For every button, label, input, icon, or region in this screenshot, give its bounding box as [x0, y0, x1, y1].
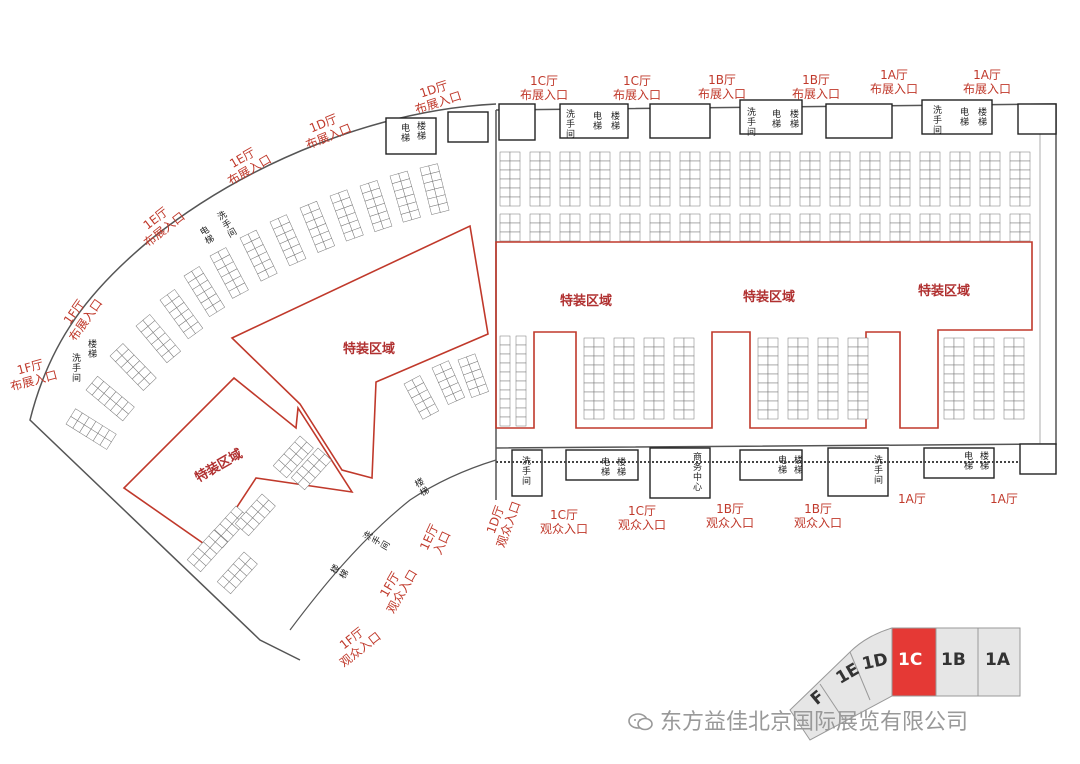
- booth-block: [431, 360, 466, 405]
- hall-selector-box: [977, 627, 1021, 697]
- hall-tab-1b[interactable]: 1B: [941, 650, 966, 670]
- booth-block: [239, 229, 278, 282]
- bottom-entrance-label: 1B厅观众入口: [706, 502, 755, 530]
- top-entrance-label: 1B厅布展入口: [792, 73, 841, 101]
- booth-block: [209, 247, 249, 299]
- restroom-label: 洗 手 间: [933, 106, 943, 136]
- special-zone-outline: [495, 241, 1033, 429]
- facility-box: [739, 449, 803, 481]
- stairs-label: 楼 梯: [611, 112, 621, 132]
- booth-block: [85, 375, 135, 422]
- bottom-entrance-label: 1C厅观众入口: [540, 508, 589, 536]
- hall-tab-1c[interactable]: 1C: [898, 650, 923, 670]
- facility-box: [827, 447, 889, 497]
- restroom-label: 洗 手 间: [522, 457, 532, 487]
- top-entrance-label: 1B厅布展入口: [698, 73, 747, 101]
- elevator-label: 电 梯: [772, 110, 782, 130]
- watermark-text: 东方益佳北京国际展览有限公司: [660, 710, 969, 735]
- stairs-label: 楼 梯: [417, 122, 427, 142]
- facility-box: [921, 99, 993, 135]
- business-center-label: 商 务 中 心: [693, 453, 703, 493]
- booth-block: [290, 447, 332, 491]
- booth-block: [359, 180, 393, 232]
- facility-box: [1019, 443, 1057, 475]
- elevator-label: 电 梯: [964, 452, 974, 472]
- bottom-entrance-label: 1B厅观众入口: [794, 502, 843, 530]
- booth-block: [457, 353, 489, 398]
- booth-block: [216, 551, 258, 595]
- special-zone-outline: [230, 224, 489, 480]
- booth-block: [269, 214, 307, 267]
- facility-box: [511, 449, 543, 497]
- special-zone-label: 特装区域: [343, 342, 396, 357]
- booth-block: [419, 163, 450, 215]
- stairs-label: 楼 梯: [88, 340, 98, 360]
- booth-block: [186, 529, 228, 573]
- booth-block: [109, 343, 157, 391]
- booth-block: [135, 314, 181, 364]
- special-zone-label: 特装区域: [743, 290, 796, 305]
- facility-box: [649, 447, 711, 499]
- bottom-entrance-label: 1A厅: [898, 492, 926, 506]
- bottom-entrance-label: 1C厅观众入口: [618, 504, 667, 532]
- hall-selector-box: [935, 627, 979, 697]
- booth-block: [65, 408, 117, 450]
- top-entrance-label: 1C厅布展入口: [520, 74, 569, 102]
- special-zone-label: 特装区域: [918, 284, 971, 299]
- stairs-label: 楼 梯: [617, 458, 627, 478]
- facility-box: [1017, 103, 1057, 135]
- booth-block: [329, 189, 364, 242]
- facility-box: [565, 449, 639, 481]
- stairs-label: 楼 梯: [794, 456, 804, 476]
- elevator-label: 电 梯: [601, 458, 611, 478]
- facility-box: [923, 447, 995, 479]
- hall-selector-divider: [819, 683, 845, 721]
- booth-block: [272, 435, 314, 479]
- facility-box: [649, 103, 711, 139]
- booth-block: [389, 170, 421, 223]
- booth-block: [299, 200, 335, 253]
- elevator-label: 电 梯: [593, 112, 603, 132]
- wechat-icon: [628, 713, 653, 731]
- facility-box: [559, 103, 629, 139]
- booth-blocks-lower: [499, 335, 1025, 427]
- elevator-label: 电 梯: [960, 108, 970, 128]
- top-entrance-label: 1C厅布展入口: [613, 74, 662, 102]
- bottom-entrance-label: 1A厅: [990, 492, 1018, 506]
- top-entrance-label: 1A厅布展入口: [870, 68, 919, 96]
- facility-box: [385, 117, 437, 155]
- elevator-label: 电 梯: [778, 456, 788, 476]
- booth-blocks-top: [499, 151, 1031, 242]
- facility-box: [498, 103, 536, 141]
- hall-selector-divider: [849, 651, 871, 701]
- curved-hall-wall: [289, 459, 497, 631]
- booth-block: [403, 375, 440, 420]
- booth-block: [234, 493, 276, 537]
- facility-box: [447, 111, 489, 143]
- restroom-label: 洗 手 间: [874, 456, 884, 486]
- facility-box: [825, 103, 893, 139]
- stairs-label: 楼 梯: [978, 108, 988, 128]
- special-zone-label: 特装区域: [560, 294, 613, 309]
- hall-tab-1a[interactable]: 1A: [985, 650, 1010, 670]
- stairs-label: 楼 梯: [790, 110, 800, 130]
- restroom-label: 洗 手 间: [747, 108, 757, 138]
- restroom-label: 洗 手 间: [566, 110, 576, 140]
- booth-block: [183, 266, 226, 318]
- stairs-label: 楼 梯: [980, 452, 990, 472]
- elevator-label: 电 梯: [401, 124, 411, 144]
- booth-block: [159, 289, 204, 340]
- restroom-label: 洗 手 间: [72, 354, 82, 384]
- watermark: 东方益佳北京国际展览有限公司: [628, 704, 968, 736]
- facility-box: [739, 99, 803, 135]
- top-entrance-label: 1A厅布展入口: [963, 68, 1012, 96]
